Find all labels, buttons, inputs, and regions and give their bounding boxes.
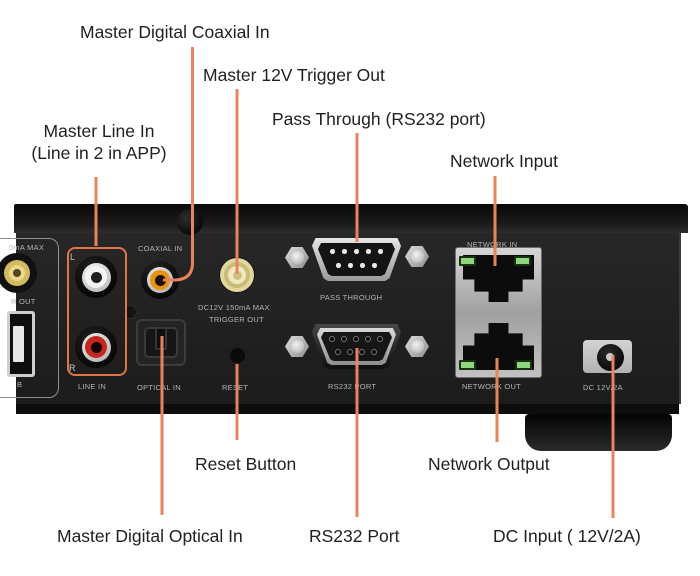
callout-line-in-line1: Master Line In xyxy=(43,121,155,141)
rs232-port-label: RS232 PORT xyxy=(328,382,377,391)
callout-coaxial: Master Digital Coaxial In xyxy=(80,22,270,42)
line-in-highlight-box xyxy=(67,247,127,376)
db9-pin xyxy=(342,249,347,254)
standoff-rs232-left xyxy=(285,336,309,357)
slave-trigger-max-label: 0mA MAX xyxy=(9,243,45,252)
chassis-top-edge xyxy=(14,204,688,233)
pass-through-label: PASS THROUGH xyxy=(320,293,383,302)
line-in-label: LINE IN xyxy=(78,382,107,391)
callout-network-in: Network Input xyxy=(450,151,558,171)
dc-jack-pin xyxy=(606,353,614,361)
standoff-pass-through-left xyxy=(285,247,309,268)
db9-pin xyxy=(354,249,359,254)
optical-in-label: OPTICAL IN xyxy=(137,383,181,392)
db9-hole xyxy=(341,336,347,342)
callout-network-out: Network Output xyxy=(428,454,550,474)
network-out-label: NETWORK OUT xyxy=(462,382,521,391)
network-in-label: NETWORK IN xyxy=(467,240,518,249)
standoff-cap xyxy=(410,340,424,353)
callout-optical: Master Digital Optical In xyxy=(57,526,243,546)
pass-through-db9 xyxy=(312,238,401,281)
optical-in-port-slot xyxy=(155,327,167,350)
rca-red-hole xyxy=(90,341,102,353)
callout-line-in: Master Line In (Line in 2 in APP) xyxy=(20,120,178,164)
callout-line-in-line2: (Line in 2 in APP) xyxy=(31,143,167,163)
line-in-l-label: L xyxy=(70,252,76,262)
standoff-cap xyxy=(290,251,304,264)
device-foot xyxy=(525,414,672,451)
standoff-pass-through-right xyxy=(405,246,429,267)
db9-pin xyxy=(360,263,365,268)
callout-pass-through: Pass Through (RS232 port) xyxy=(272,109,486,129)
trigger-out-center xyxy=(232,270,242,280)
db9-hole xyxy=(335,349,341,355)
db9-hole xyxy=(371,349,377,355)
panel-screw-large xyxy=(177,209,203,235)
chassis-bottom-edge xyxy=(16,404,679,414)
coaxial-hole xyxy=(154,274,166,286)
reset-label: RESET xyxy=(222,383,249,392)
coaxial-in-label: COAXIAL IN xyxy=(138,244,183,253)
network-in-led-left xyxy=(459,256,476,266)
dc-label: DC 12V/2A xyxy=(583,383,623,392)
db9-pin xyxy=(372,263,377,268)
network-out-led-left xyxy=(459,360,476,370)
standoff-cap xyxy=(410,250,424,263)
callout-trigger: Master 12V Trigger Out xyxy=(203,65,385,85)
db9-hole xyxy=(353,336,359,342)
network-in-led-right xyxy=(514,256,531,266)
db9-face xyxy=(318,243,395,276)
callout-rs232: RS232 Port xyxy=(309,526,400,546)
standoff-cap xyxy=(290,340,304,353)
trigger-max-label: DC12V 150mA MAX xyxy=(198,303,270,312)
db9-hole xyxy=(365,336,371,342)
callout-dc: DC Input ( 12V/2A) xyxy=(493,526,641,546)
callout-reset: Reset Button xyxy=(195,454,297,474)
db9-hole xyxy=(329,336,335,342)
db9-hole xyxy=(377,336,383,342)
standoff-rs232-right xyxy=(405,336,429,357)
usb-port-tongue xyxy=(13,326,24,362)
db9-pin xyxy=(336,263,341,268)
slave-trigger-out-label: R OUT xyxy=(11,297,36,306)
db9-hole xyxy=(347,349,353,355)
db9-pin xyxy=(330,249,335,254)
db9-pin xyxy=(378,249,383,254)
trigger-out-label: TRIGGER OUT xyxy=(209,315,264,324)
db9-pin xyxy=(348,263,353,268)
rs232-db9 xyxy=(312,324,401,369)
db9-pin xyxy=(366,249,371,254)
db9-hole xyxy=(359,349,365,355)
slave-trigger-jack-hole xyxy=(13,269,21,277)
rca-white-hole xyxy=(90,271,102,283)
usb-label: B xyxy=(17,380,23,389)
slave-section-outline xyxy=(0,238,59,398)
reset-button xyxy=(230,348,245,363)
network-out-led-right xyxy=(515,360,532,370)
